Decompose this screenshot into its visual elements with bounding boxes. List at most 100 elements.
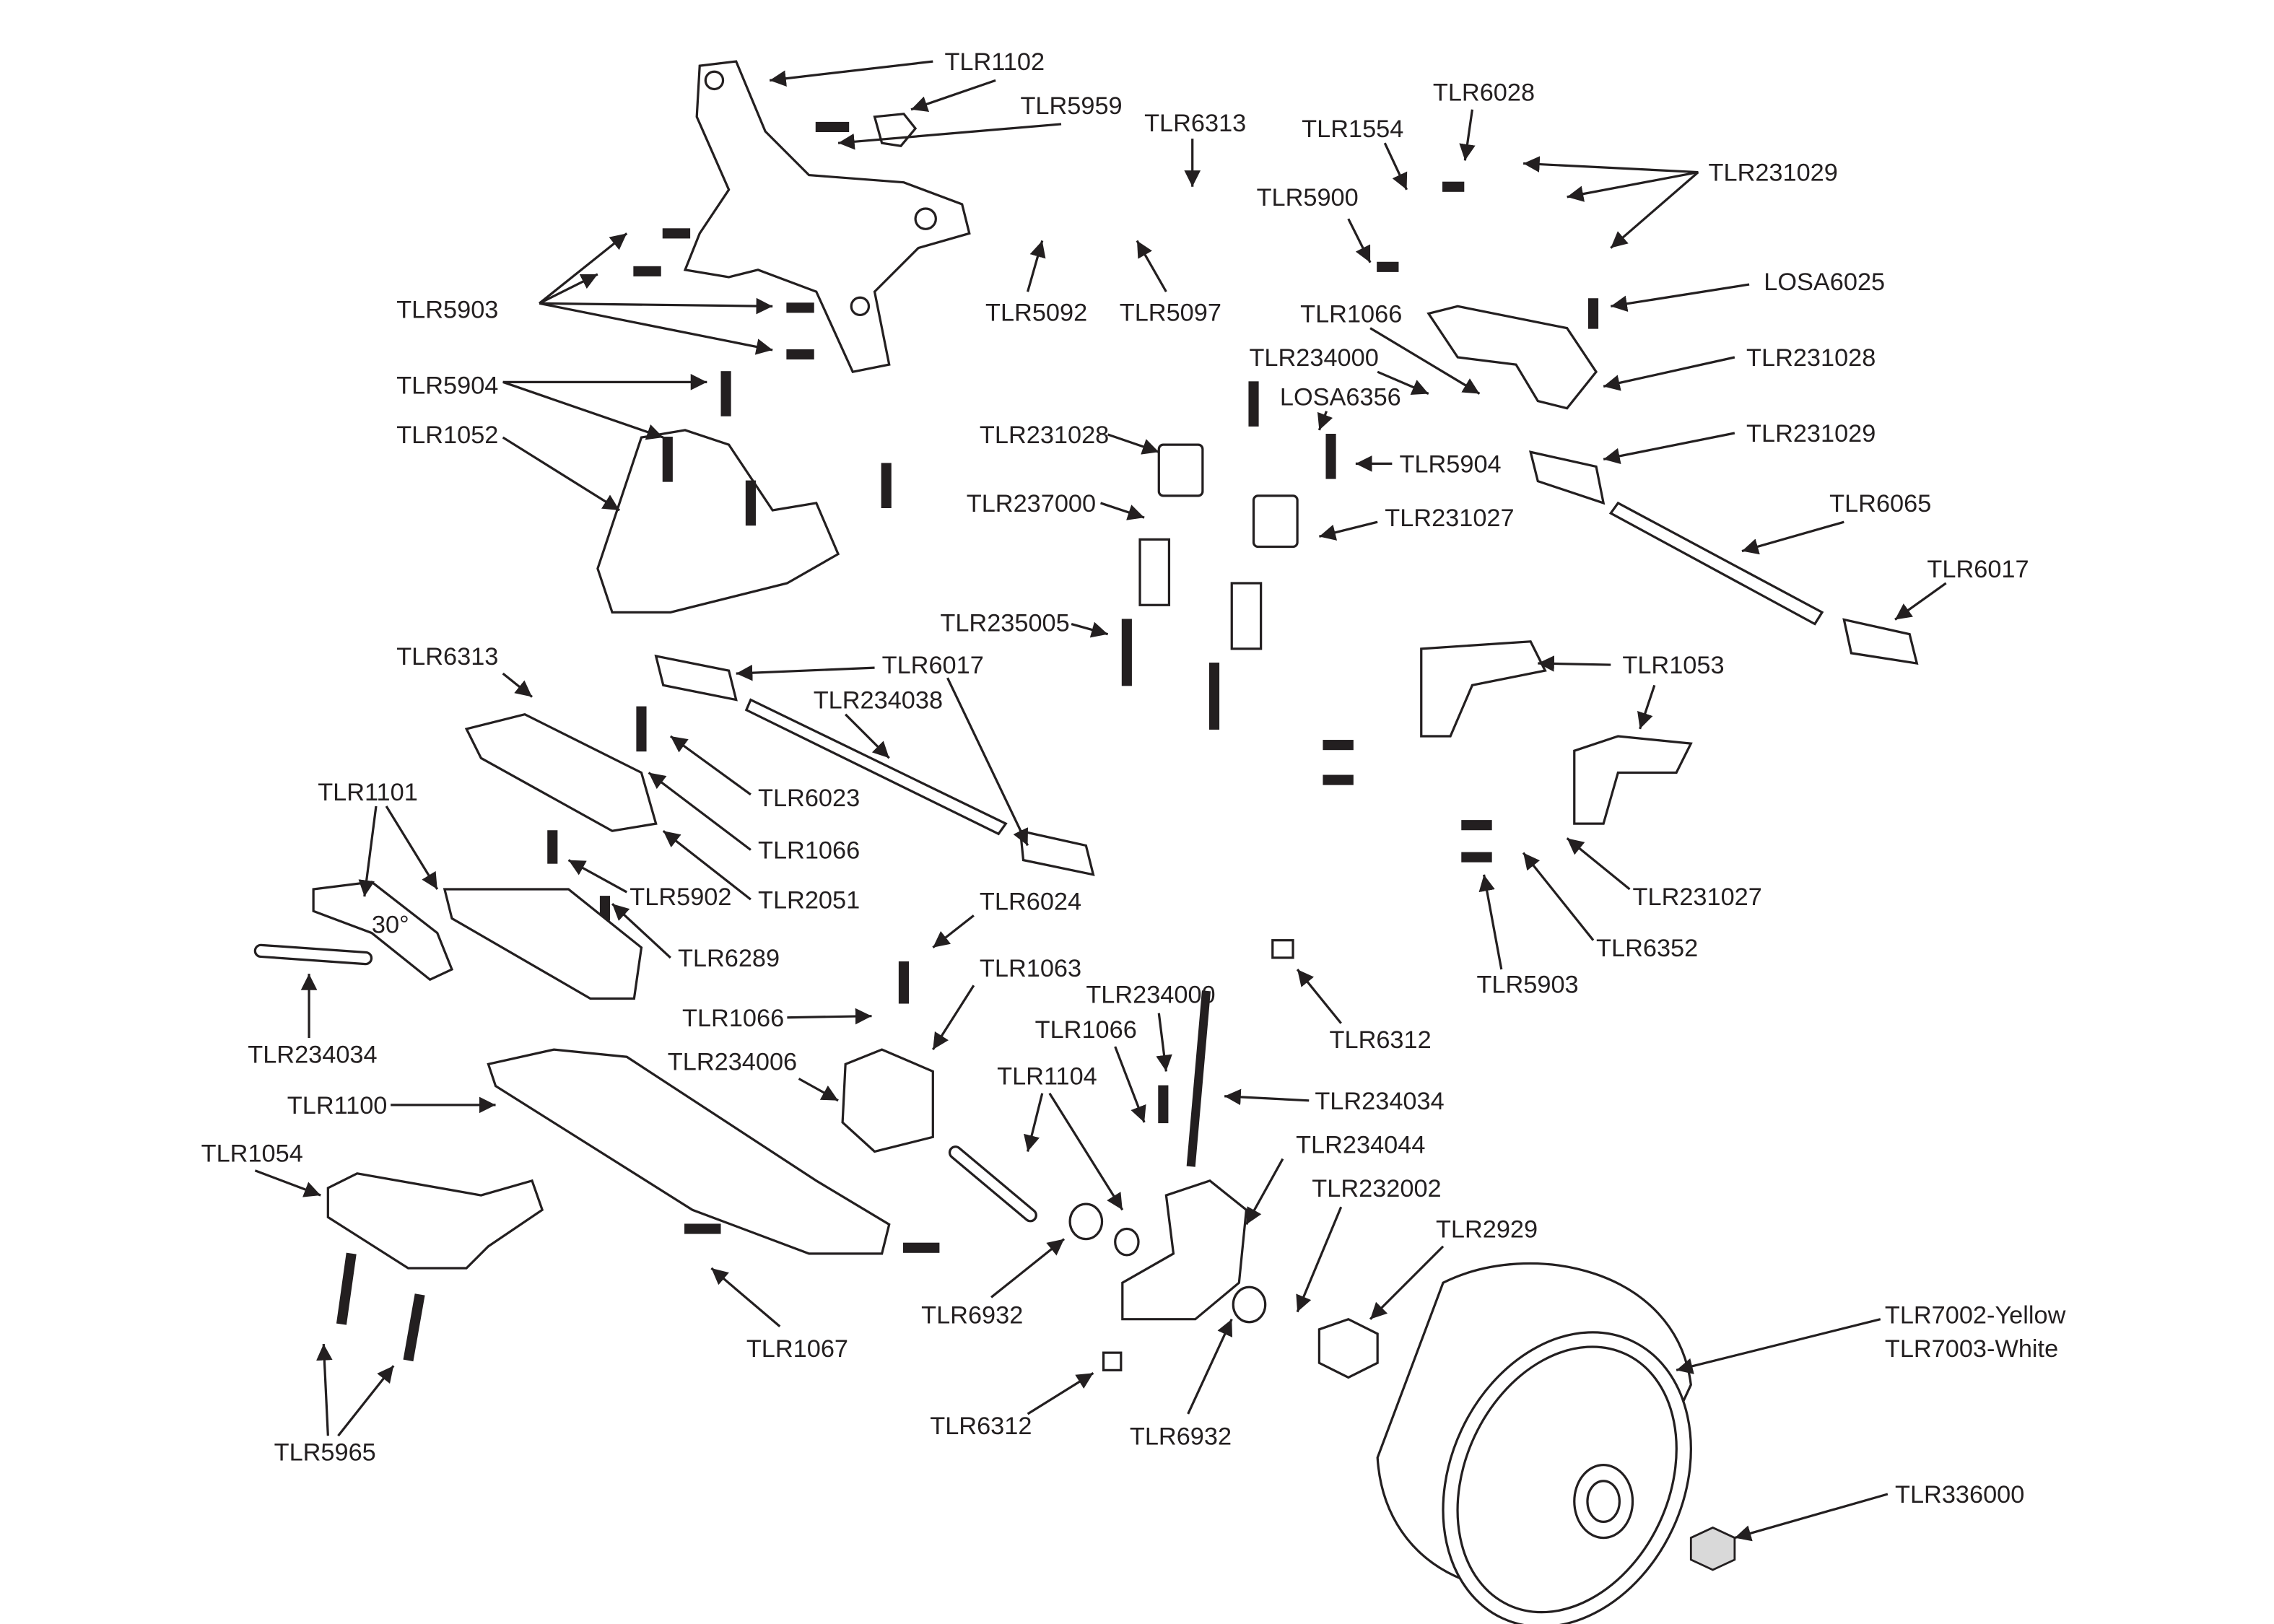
part-label-tlr234000: TLR234000 bbox=[1249, 344, 1378, 372]
hole bbox=[704, 70, 725, 91]
leader-arrow bbox=[1538, 655, 1611, 672]
rod-end-part bbox=[654, 654, 738, 702]
part-label-tlr5902: TLR5902 bbox=[630, 883, 731, 911]
arm-mount-part bbox=[443, 888, 643, 1000]
part-label-tlr231027: TLR231027 bbox=[1385, 505, 1514, 532]
leader-arrow bbox=[611, 903, 671, 959]
part-label-tlr1066: TLR1066 bbox=[1035, 1016, 1137, 1044]
part-label-tlr5903: TLR5903 bbox=[1476, 971, 1578, 998]
hole bbox=[850, 296, 871, 317]
part-label-losa6356: LOSA6356 bbox=[1280, 384, 1401, 411]
hex-hub-part bbox=[1317, 1317, 1379, 1379]
arm-cover-part bbox=[326, 1172, 544, 1270]
leader-arrow bbox=[1114, 1046, 1146, 1123]
leader-arrow bbox=[1048, 1092, 1124, 1211]
leader-arrow bbox=[1734, 1493, 1889, 1542]
part-label-tlr231029: TLR231029 bbox=[1746, 420, 1876, 448]
rod-end-part bbox=[1019, 829, 1095, 876]
leader-arrow bbox=[1522, 852, 1595, 941]
part-label-tlr1063: TLR1063 bbox=[980, 955, 1081, 982]
part-label-tlr1054: TLR1054 bbox=[201, 1140, 303, 1168]
leader-arrow bbox=[539, 232, 628, 305]
shock-tower-part bbox=[683, 60, 971, 374]
rear-hub-mount-part bbox=[464, 712, 658, 832]
leader-arrow bbox=[798, 1078, 839, 1102]
camber-link-part bbox=[1608, 501, 1824, 626]
part-label-tlr1104: TLR1104 bbox=[997, 1063, 1097, 1091]
part-label-tlr234000: TLR234000 bbox=[1086, 982, 1215, 1009]
part-label-tlr1100: TLR1100 bbox=[287, 1092, 388, 1119]
leader-arrow bbox=[931, 985, 975, 1051]
steering-bellcrank-part bbox=[1426, 305, 1598, 410]
leader-arrow bbox=[837, 123, 1062, 150]
part-label-tlr234044: TLR234044 bbox=[1296, 1131, 1425, 1158]
leader-arrow bbox=[1369, 327, 1481, 395]
leader-arrow bbox=[1107, 433, 1159, 455]
part-label-tlr1554: TLR1554 bbox=[1302, 115, 1403, 143]
part-label-tlr234006: TLR234006 bbox=[668, 1048, 797, 1075]
part-label-tlr5903: TLR5903 bbox=[396, 296, 498, 323]
part-label-tlr7002-yellow: TLR7002-Yellow bbox=[1885, 1302, 2066, 1330]
screw-part bbox=[336, 1252, 357, 1325]
leader-arrow bbox=[1317, 411, 1333, 431]
nut-part bbox=[1271, 939, 1294, 959]
bearing-part bbox=[1114, 1227, 1140, 1257]
part-label-tlr6313: TLR6313 bbox=[1144, 110, 1246, 137]
part-label-tlr1101: TLR1101 bbox=[318, 779, 418, 806]
shock-spacers bbox=[1121, 443, 1299, 730]
leader-arrow bbox=[1383, 142, 1408, 191]
leader-arrow bbox=[769, 60, 933, 87]
bearing-part bbox=[1232, 1285, 1267, 1324]
part-label-tlr6017: TLR6017 bbox=[1927, 556, 2029, 583]
leader-arrow bbox=[316, 1343, 333, 1436]
leader-arrow bbox=[1637, 684, 1656, 730]
part-label-tlr234034: TLR234034 bbox=[248, 1041, 377, 1068]
part-label-tlr6312: TLR6312 bbox=[930, 1413, 1032, 1440]
part-label-tlr1066: TLR1066 bbox=[1300, 301, 1402, 328]
screws bbox=[547, 121, 1599, 1253]
wheel-part bbox=[1376, 1262, 1692, 1624]
leader-arrow bbox=[539, 302, 773, 355]
part-label-tlr5904: TLR5904 bbox=[396, 372, 498, 399]
rod-end-part bbox=[1528, 450, 1606, 505]
leader-arrow bbox=[1741, 520, 1844, 555]
leader-arrow bbox=[1027, 240, 1046, 292]
part-label-tlr336000: TLR336000 bbox=[1895, 1481, 2024, 1509]
leader-arrow bbox=[910, 79, 996, 113]
part-label-tlr5959: TLR5959 bbox=[1020, 92, 1122, 120]
leader-arrow bbox=[1369, 1245, 1445, 1320]
rod-end-part bbox=[1842, 618, 1919, 665]
part-label-tlr237000: TLR237000 bbox=[967, 490, 1096, 518]
hole bbox=[914, 207, 937, 230]
part-label-tlr1066: TLR1066 bbox=[682, 1005, 784, 1032]
leader-arrow bbox=[1610, 283, 1750, 312]
leader-arrow bbox=[1377, 370, 1429, 395]
leader-arrow bbox=[990, 1238, 1066, 1298]
part-label-tlr6065: TLR6065 bbox=[1829, 490, 1931, 518]
leader-arrow bbox=[1245, 1158, 1284, 1226]
leader-arrow bbox=[710, 1267, 781, 1328]
leader-arrow bbox=[946, 677, 1029, 847]
suspension-arm-part bbox=[487, 1048, 891, 1255]
leader-arrow bbox=[1347, 218, 1372, 263]
leader-arrow bbox=[1478, 874, 1503, 970]
hub-carrier-part bbox=[841, 1048, 934, 1153]
part-label-tlr6023: TLR6023 bbox=[758, 785, 860, 812]
wheel-nut-part bbox=[1689, 1526, 1736, 1571]
part-label-tlr234034: TLR234034 bbox=[1315, 1088, 1444, 1115]
leader-arrow bbox=[1156, 1013, 1172, 1072]
tie-bar-part bbox=[312, 881, 454, 982]
part-label-tlr2929: TLR2929 bbox=[1436, 1216, 1538, 1244]
leader-arrow bbox=[1566, 837, 1631, 891]
leader-arrow bbox=[1027, 1372, 1094, 1415]
leader-arrow bbox=[1459, 109, 1476, 161]
part-label-tlr6313: TLR6313 bbox=[396, 643, 498, 671]
part-label-tlr6028: TLR6028 bbox=[1433, 79, 1535, 107]
leader-arrow bbox=[254, 1169, 321, 1197]
tie-bar-angle-marking: 30° bbox=[372, 912, 409, 939]
part-label-tlr6312: TLR6312 bbox=[1330, 1026, 1432, 1054]
part-label-tlr5904: TLR5904 bbox=[1399, 451, 1501, 479]
leader-arrow bbox=[1136, 240, 1167, 292]
